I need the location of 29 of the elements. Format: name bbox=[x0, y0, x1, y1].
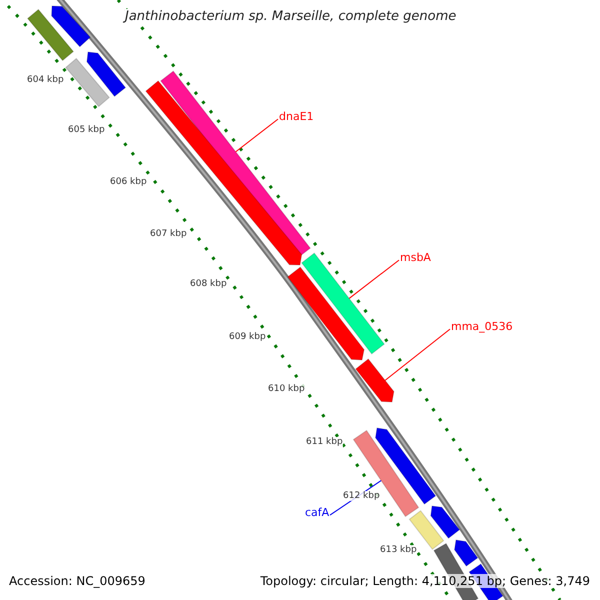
footer-text: Topology: circular; Length: 4,110,251 bp; Genes: 3,749 bbox=[260, 574, 590, 588]
gene-bar bbox=[301, 252, 385, 355]
scale-label: 608 kbp bbox=[190, 279, 227, 289]
leader-line bbox=[348, 260, 400, 299]
scale-label: 605 kbp bbox=[68, 125, 105, 135]
footer-text: Accession: NC_009659 bbox=[9, 574, 146, 588]
gene-label: mma_0536 bbox=[451, 320, 513, 333]
scale-label: 611 kbp bbox=[306, 437, 343, 447]
scale-label: 604 kbp bbox=[27, 75, 64, 85]
scale-label: 606 kbp bbox=[110, 177, 147, 187]
gene-bar bbox=[86, 51, 126, 98]
scale-label: 609 kbp bbox=[229, 332, 266, 342]
scale-label: 613 kbp bbox=[380, 545, 417, 555]
gene-label: msbA bbox=[400, 251, 431, 264]
diagram-title: Janthinobacterium sp. Marseille, complete genome bbox=[125, 9, 456, 24]
leader-line bbox=[235, 118, 278, 152]
scale-label: 607 kbp bbox=[150, 229, 187, 239]
gene-bar bbox=[26, 8, 74, 62]
gene-label: cafA bbox=[305, 506, 330, 519]
scale-label: 612 kbp bbox=[343, 491, 380, 501]
gene-label: dnaE1 bbox=[279, 110, 314, 123]
gene-bar bbox=[287, 266, 365, 361]
scale-label: 610 kbp bbox=[268, 384, 305, 394]
gene-bar bbox=[65, 58, 110, 108]
gene-bar bbox=[430, 505, 460, 539]
gene-bar bbox=[51, 5, 91, 48]
gene-bar bbox=[355, 358, 394, 403]
gene-bar bbox=[454, 539, 478, 567]
leader-line bbox=[384, 328, 450, 381]
